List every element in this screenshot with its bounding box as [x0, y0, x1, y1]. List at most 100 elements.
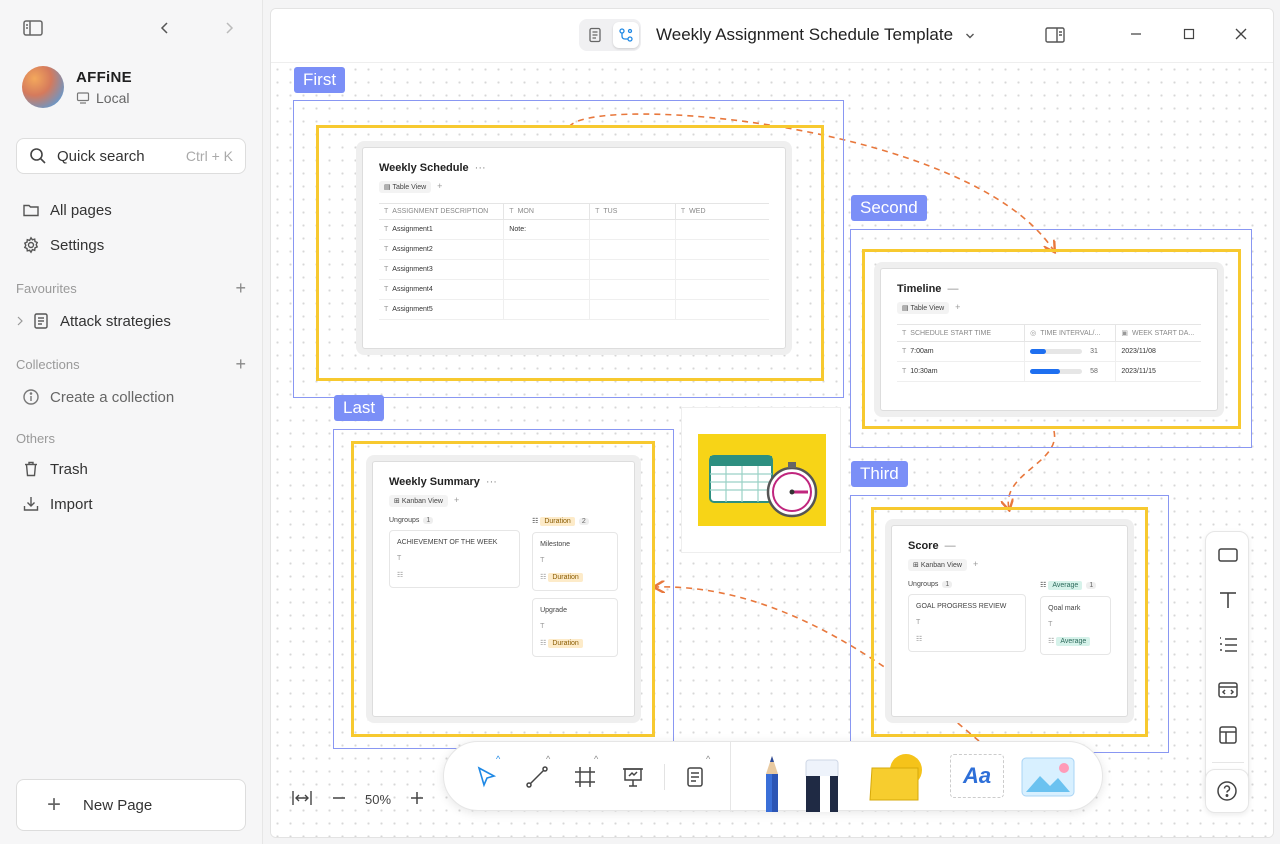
chevron-down-icon[interactable]	[964, 30, 976, 42]
shape-tool-icon[interactable]	[868, 752, 928, 802]
group-title: Ungroups	[389, 517, 420, 524]
cell: 2023/11/08	[1115, 341, 1201, 362]
pen-tool-icon[interactable]	[760, 752, 784, 812]
layout-icon[interactable]	[1217, 724, 1239, 746]
back-arrow-icon[interactable]	[154, 17, 176, 39]
fit-to-screen-icon[interactable]	[291, 789, 313, 810]
new-page-button[interactable]: + New Page	[16, 779, 246, 831]
folder-icon	[23, 204, 39, 217]
frame-second[interactable]	[850, 229, 1252, 448]
minimize-icon[interactable]	[1129, 27, 1143, 46]
zoom-level[interactable]: 50%	[365, 791, 392, 807]
eraser-tool-icon[interactable]	[804, 758, 840, 812]
kanban-card[interactable]: Qoal mark T ☷ Average	[1040, 596, 1111, 655]
sidebar-toggle-icon[interactable]	[22, 17, 44, 39]
column-header: MON	[517, 208, 534, 215]
chevron-right-icon[interactable]	[16, 316, 24, 326]
rectangle-icon[interactable]	[1217, 544, 1239, 566]
workspace-type: Local	[96, 89, 130, 106]
editor-mode-switch[interactable]	[579, 19, 641, 51]
kanban-view-chip[interactable]: ⊞ Kanban View	[389, 495, 448, 507]
frame-label-second[interactable]: Second	[851, 195, 927, 221]
sidebar-item-trash[interactable]: Trash	[22, 460, 88, 478]
new-page-label: New Page	[83, 796, 153, 814]
import-icon	[23, 497, 39, 511]
page-mode-icon[interactable]	[582, 22, 608, 48]
presentation-icon[interactable]	[620, 764, 646, 790]
select-pointer-icon[interactable]	[474, 764, 500, 790]
text-tool-label: Aa	[962, 763, 992, 788]
frame-label-first[interactable]: First	[294, 67, 346, 93]
cell: Assignment2	[392, 246, 433, 253]
edgeless-canvas[interactable]: First Weekly Schedule··· ▤ Table View+ T…	[271, 63, 1273, 837]
kanban-card[interactable]: Upgrade T ☷ Duration	[532, 598, 618, 657]
code-block-icon[interactable]	[1217, 679, 1239, 701]
kanban-card[interactable]: ACHIEVEMENT OF THE WEEK T ☷	[389, 530, 521, 588]
sidebar-item-import[interactable]: Import	[22, 495, 93, 513]
cell: Assignment1	[392, 226, 433, 233]
close-icon[interactable]	[1234, 27, 1248, 46]
zoom-in-icon[interactable]	[409, 790, 425, 809]
image-block[interactable]	[681, 407, 841, 553]
column-header: WED	[689, 208, 706, 215]
help-button[interactable]	[1205, 769, 1249, 813]
frame-first[interactable]	[293, 100, 844, 398]
collections-section-title: Collections	[16, 357, 80, 372]
quick-search-button[interactable]: Quick search Ctrl + K	[16, 138, 246, 174]
favourites-section-title: Favourites	[16, 281, 77, 296]
table-view-chip[interactable]: ▤ Table View	[379, 181, 432, 193]
connector-first-to-second[interactable]	[568, 113, 1054, 251]
connector-third-to-last[interactable]	[655, 587, 980, 742]
weekly-summary-card[interactable]: Weekly Summary··· ⊞ Kanban View+ Ungroup…	[372, 461, 635, 717]
numbered-list-icon[interactable]	[1217, 634, 1239, 656]
note-tool-icon[interactable]	[682, 764, 708, 790]
split-view-icon[interactable]	[1044, 25, 1066, 50]
frame-label-third[interactable]: Third	[851, 461, 908, 487]
maximize-icon[interactable]	[1182, 27, 1196, 46]
sidebar-item-label: Create a collection	[50, 388, 175, 406]
kanban-card[interactable]: Milestone T ☷ Duration	[532, 532, 618, 591]
group-title: Ungroups	[908, 581, 939, 588]
sidebar-item-label: Attack strategies	[60, 312, 171, 330]
add-favourite-icon[interactable]: +	[235, 278, 246, 298]
frame-tool-icon[interactable]	[572, 764, 598, 790]
sidebar-item-settings[interactable]: Settings	[22, 236, 104, 254]
text-icon[interactable]	[1217, 589, 1239, 611]
add-collection-icon[interactable]: +	[235, 354, 246, 374]
connector-second-to-third[interactable]	[1008, 430, 1056, 509]
zoom-out-icon[interactable]	[331, 790, 347, 809]
connector-tool-icon[interactable]	[524, 764, 550, 790]
sidebar-item-attack-strategies[interactable]: Attack strategies	[16, 312, 171, 330]
workspace-switcher[interactable]: AFFiNE Local	[22, 66, 132, 108]
image-tool-icon[interactable]	[1020, 756, 1076, 798]
cell: 2023/11/15	[1115, 361, 1201, 382]
sidebar-item-all-pages[interactable]: All pages	[22, 201, 112, 219]
kanban-card[interactable]: GOAL PROGRESS REVIEW T ☷	[908, 594, 1027, 652]
kanban-view-chip[interactable]: ⊞ Kanban View	[908, 559, 967, 571]
create-collection-item[interactable]: Create a collection	[22, 388, 174, 406]
edgeless-mode-icon[interactable]	[612, 22, 639, 48]
table-view-chip[interactable]: ▤ Table View	[897, 302, 950, 314]
frame-label-last[interactable]: Last	[334, 395, 385, 421]
highlight-second	[862, 249, 1241, 429]
view-label: Kanban View	[401, 498, 443, 505]
text-tool[interactable]: Aa	[950, 754, 1004, 798]
forward-arrow-icon[interactable]	[218, 17, 240, 39]
cell: 10:30am	[910, 368, 938, 375]
workspace-name: AFFiNE	[76, 68, 132, 86]
card-title: Upgrade	[540, 607, 567, 614]
document-title[interactable]: Weekly Assignment Schedule Template	[656, 25, 976, 45]
others-section-title: Others	[16, 431, 56, 446]
plus-icon: +	[47, 791, 62, 818]
